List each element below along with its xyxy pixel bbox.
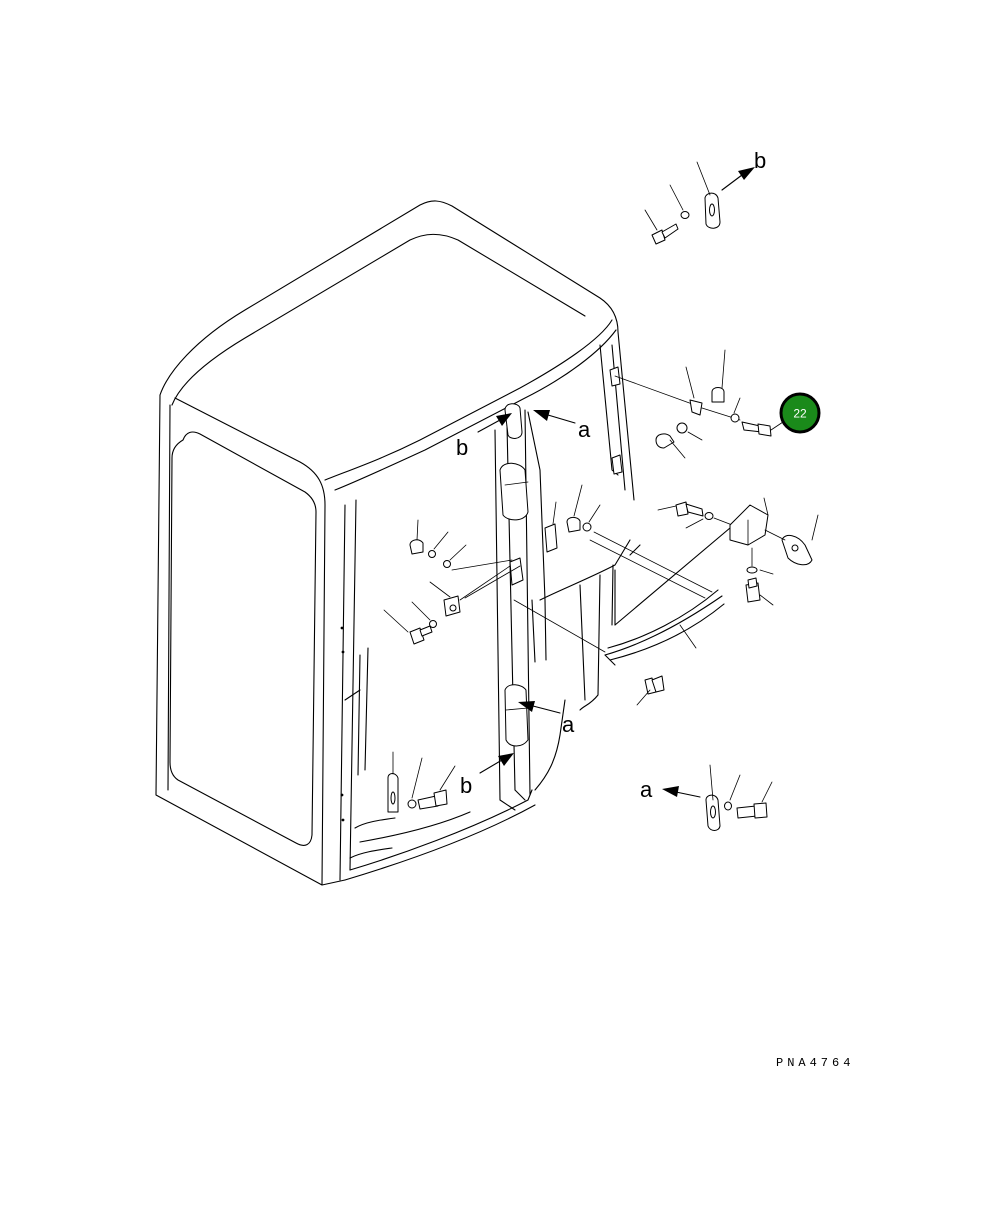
reference-arrows	[477, 410, 576, 774]
left-fasteners	[383, 519, 521, 645]
ref-label-b-lower: b	[460, 773, 472, 798]
ref-label-b-upper: b	[456, 435, 468, 460]
callout-number[interactable]: 22	[793, 407, 807, 421]
latch-assembly: 22	[609, 349, 821, 475]
ref-label-a-lower: a	[562, 712, 575, 737]
callout-22[interactable]: 22	[779, 392, 821, 434]
detail-bottom-a	[662, 764, 773, 831]
reference-labels: b b a a b a	[456, 148, 766, 802]
step-rail	[513, 589, 725, 706]
callout-circle[interactable]	[779, 392, 821, 434]
drawing-code: PNA4764	[776, 1056, 854, 1070]
bottom-left-fasteners	[387, 751, 456, 813]
ref-label-b-top: b	[754, 148, 766, 173]
ref-label-a-bottom: a	[640, 777, 653, 802]
ref-label-a-upper: a	[578, 417, 591, 442]
detail-top-b	[644, 161, 755, 245]
center-fasteners	[552, 484, 713, 599]
hinges	[499, 403, 558, 747]
right-brackets	[614, 497, 819, 626]
cab-body	[155, 200, 635, 886]
